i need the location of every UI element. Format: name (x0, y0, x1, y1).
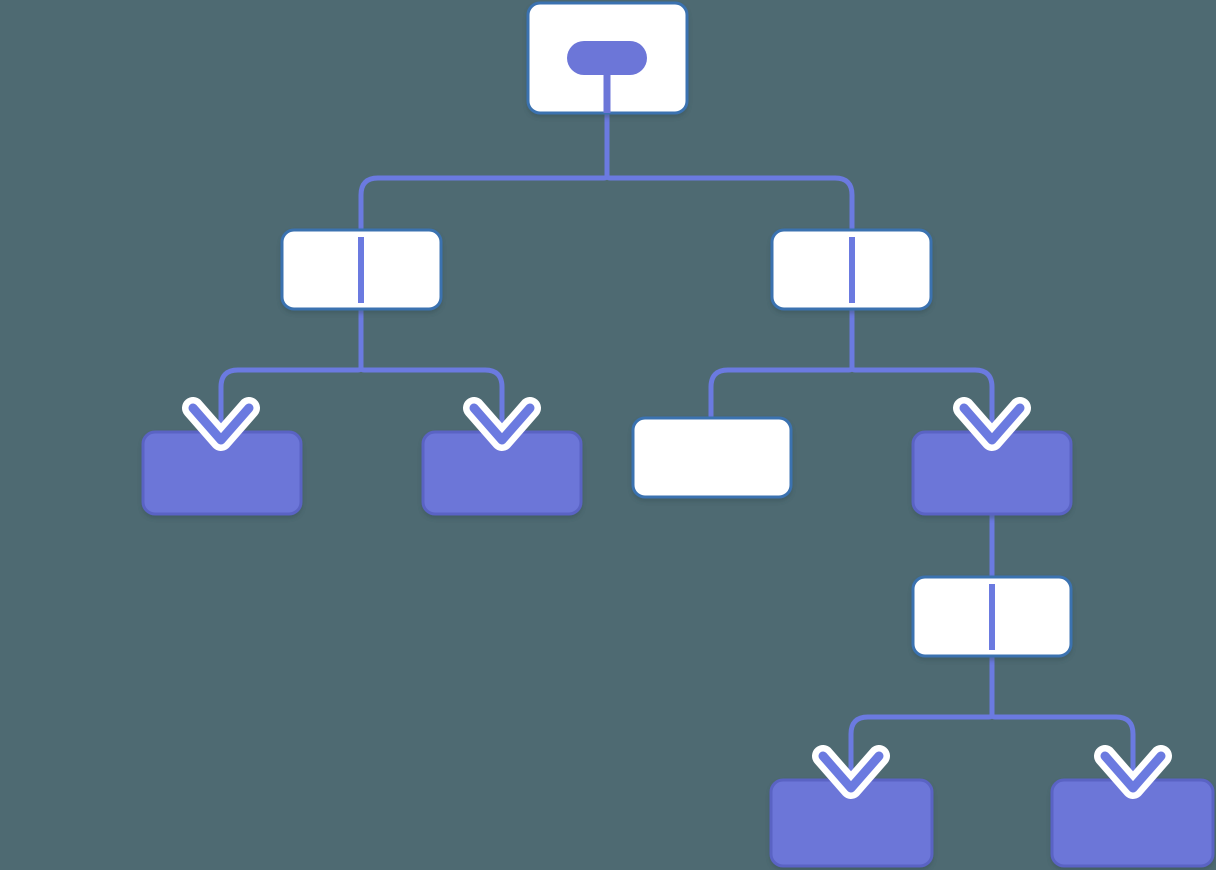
pill-with-stem-icon (567, 41, 647, 75)
edge-n2-to-n5 (708, 309, 855, 418)
arrowhead-a3 (812, 745, 890, 799)
edge-n7-to-n9 (989, 656, 1136, 780)
node-n5-white[interactable] (631, 416, 793, 499)
arrowhead-a2 (953, 397, 1031, 451)
arrowhead-chevron-icon (469, 403, 535, 445)
arrowhead-chevron-icon (959, 403, 1025, 445)
glyphs-layer (358, 41, 995, 650)
arrowhead-chevron-icon (188, 403, 254, 445)
vertical-bar-icon-n2 (849, 237, 855, 303)
arrowhead-chevron-icon (818, 751, 884, 793)
edges-layer (218, 113, 1136, 780)
edge-n0-to-n1 (358, 113, 610, 230)
pill-stem-icon (603, 58, 611, 113)
vertical-bar-icon-n1 (358, 237, 364, 303)
arrowhead-chevron-icon (1100, 751, 1166, 793)
arrowheads-layer (182, 397, 1172, 799)
vertical-bar-icon-n7 (989, 584, 995, 650)
arrowhead-a1 (463, 397, 541, 451)
edge-n1-to-n4 (358, 309, 505, 432)
edge-n2-to-n6 (849, 309, 995, 432)
arrowhead-a0 (182, 397, 260, 451)
arrowhead-a4 (1094, 745, 1172, 799)
edge-n0-to-n2 (604, 113, 855, 230)
nodes-layer (141, 1, 1215, 868)
